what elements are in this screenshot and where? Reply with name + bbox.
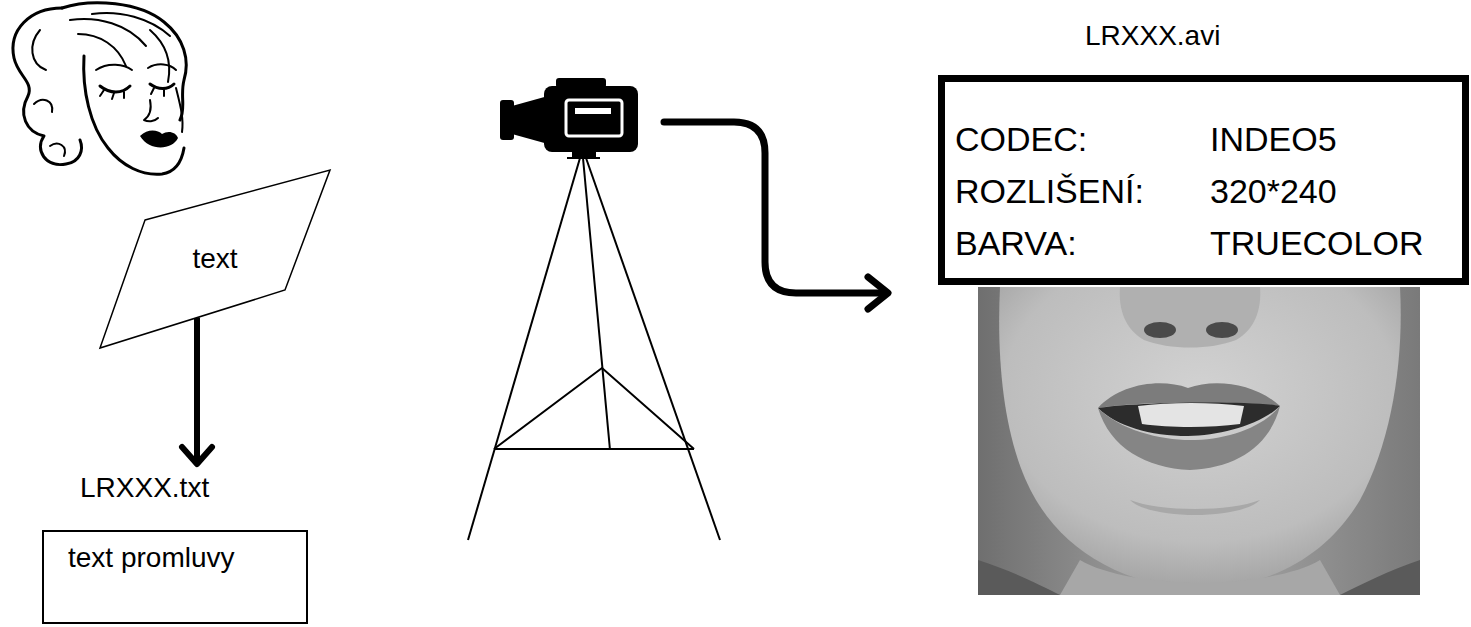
tripod-leg (583, 158, 610, 450)
photo-lower-lip (1098, 406, 1280, 470)
photo-ground (978, 287, 1420, 595)
nose (144, 100, 158, 121)
table-cell: ROZLIŠENÍ: (955, 172, 1144, 211)
camera-tripod (468, 158, 720, 540)
camera-output-arrow (664, 122, 888, 309)
woman-face (13, 3, 186, 175)
file-content: text promluvy (68, 542, 235, 574)
camera-lens (500, 100, 514, 140)
hair-left (13, 8, 81, 165)
camera-housing (544, 86, 638, 152)
face-outline (84, 56, 184, 174)
eye-left (100, 86, 130, 92)
lips (140, 131, 178, 148)
tripod-leg (468, 158, 580, 540)
table-cell: BARVA: (955, 224, 1077, 263)
mouth-photo (978, 287, 1420, 595)
arrow-head (868, 277, 888, 309)
table-cell: 320*240 (1210, 172, 1337, 211)
hair-top (62, 3, 186, 120)
photo-neck (1060, 560, 1340, 595)
tripod-brace (494, 368, 694, 449)
brows (96, 64, 176, 70)
text-file-box: LRXXX.txttext promluvy (42, 530, 308, 624)
photo-nose (1120, 287, 1261, 348)
photo-nostril (1206, 322, 1238, 338)
file-name: LRXXX.txt (80, 472, 209, 504)
hair-left-curl (32, 30, 65, 156)
photo-face (999, 287, 1401, 590)
photo-nostril (1144, 322, 1176, 338)
arrow-shaft (664, 122, 884, 293)
video-info-box: LRXXX.aviCODEC:INDEO5ROZLIŠENÍ:320*240BA… (938, 75, 1469, 285)
table-cell: CODEC: (955, 120, 1087, 159)
file-name: LRXXX.avi (1085, 20, 1220, 52)
camera-body (500, 78, 638, 158)
lashes (100, 88, 164, 99)
camera-screen (566, 100, 622, 136)
tripod-crossbar (494, 448, 694, 450)
face-cheek (176, 88, 183, 132)
connector-line (194, 318, 200, 464)
table-cell: INDEO5 (1210, 120, 1337, 159)
photo-chin-shadow (1130, 500, 1260, 515)
sheet-text: text (192, 243, 237, 275)
camera-foot (572, 150, 596, 158)
text-sheet: text (100, 170, 330, 348)
camera-lens-hood (512, 96, 548, 144)
parallelogram-shape (100, 170, 330, 348)
photo-shirt (978, 560, 1420, 595)
arrow-head (182, 447, 212, 464)
camera-screen-bar (575, 108, 611, 114)
table-cell: TRUECOLOR (1210, 224, 1423, 263)
connector-arrow (182, 318, 212, 464)
tripod-leg (586, 158, 720, 540)
photo-teeth (1138, 403, 1244, 427)
